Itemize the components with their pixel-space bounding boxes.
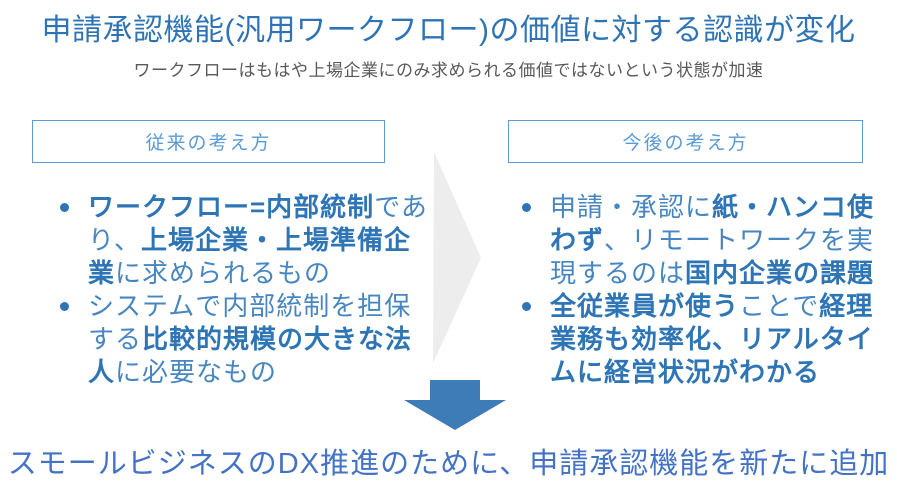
right-chevron-arrow-icon: [433, 152, 481, 363]
text-segment: 全従業員が使う: [550, 291, 740, 321]
text-segment: に必要なもの: [115, 357, 278, 387]
text-segment: 紙・ハンコ使わず: [550, 192, 875, 255]
text-segment: ワークフロー=内部統制: [88, 192, 375, 222]
conclusion-text: スモールビジネスのDX推進のために、申請承認機能を新たに追加: [7, 448, 890, 480]
list-item: ワークフロー=内部統制であり、上場企業・上場準備企業に求められるもの: [58, 191, 436, 290]
bullet-icon: [60, 302, 69, 311]
page-subtitle: ワークフローはもはや上場企業にのみ求められる価値ではないという状態が加速: [133, 61, 764, 80]
legacy-view-header-box: 従来の考え方: [32, 120, 385, 163]
text-segment: 国内企業の課題: [685, 258, 875, 288]
down-arrow-icon: [404, 380, 506, 430]
list-item: 全従業員が使うことで経理業務も効率化、リアルタイムに経営状況がわかる: [520, 290, 897, 389]
text-segment: 上場企業・上場準備企業: [88, 225, 411, 288]
text-segment: ことで: [739, 291, 820, 321]
future-view-header-label: 今後の考え方: [622, 133, 749, 154]
text-segment: 申請・承認に: [550, 192, 713, 222]
text-segment: 比較的規模の大きな法人: [88, 324, 413, 387]
text-segment: 経理業務も効率化、リアルタイムに経営状況がわかる: [550, 291, 874, 387]
legacy-bullet-list: ワークフロー=内部統制であり、上場企業・上場準備企業に求められるもの システムで…: [58, 191, 436, 389]
list-item: システムで内部統制を担保する比較的規模の大きな法人に必要なもの: [58, 290, 436, 389]
text-segment: システムで内部統制を担保する: [88, 291, 412, 354]
list-item: 申請・承認に紙・ハンコ使わず、リモートワークを実現するのは国内企業の課題: [520, 191, 897, 290]
future-view-header-box: 今後の考え方: [508, 120, 863, 163]
bullet-icon: [522, 203, 531, 212]
page-title: 申請承認機能(汎用ワークフロー)の価値に対する認識が変化: [41, 14, 856, 47]
future-bullet-list: 申請・承認に紙・ハンコ使わず、リモートワークを実現するのは国内企業の課題 全従業…: [520, 191, 897, 389]
bullet-icon: [60, 203, 69, 212]
text-segment: に求められるもの: [115, 258, 332, 288]
text-segment: 、リモートワークを実現するのは: [550, 225, 875, 288]
bullet-icon: [522, 302, 531, 311]
text-segment: であり、: [88, 192, 428, 255]
legacy-view-header-label: 従来の考え方: [145, 133, 272, 154]
